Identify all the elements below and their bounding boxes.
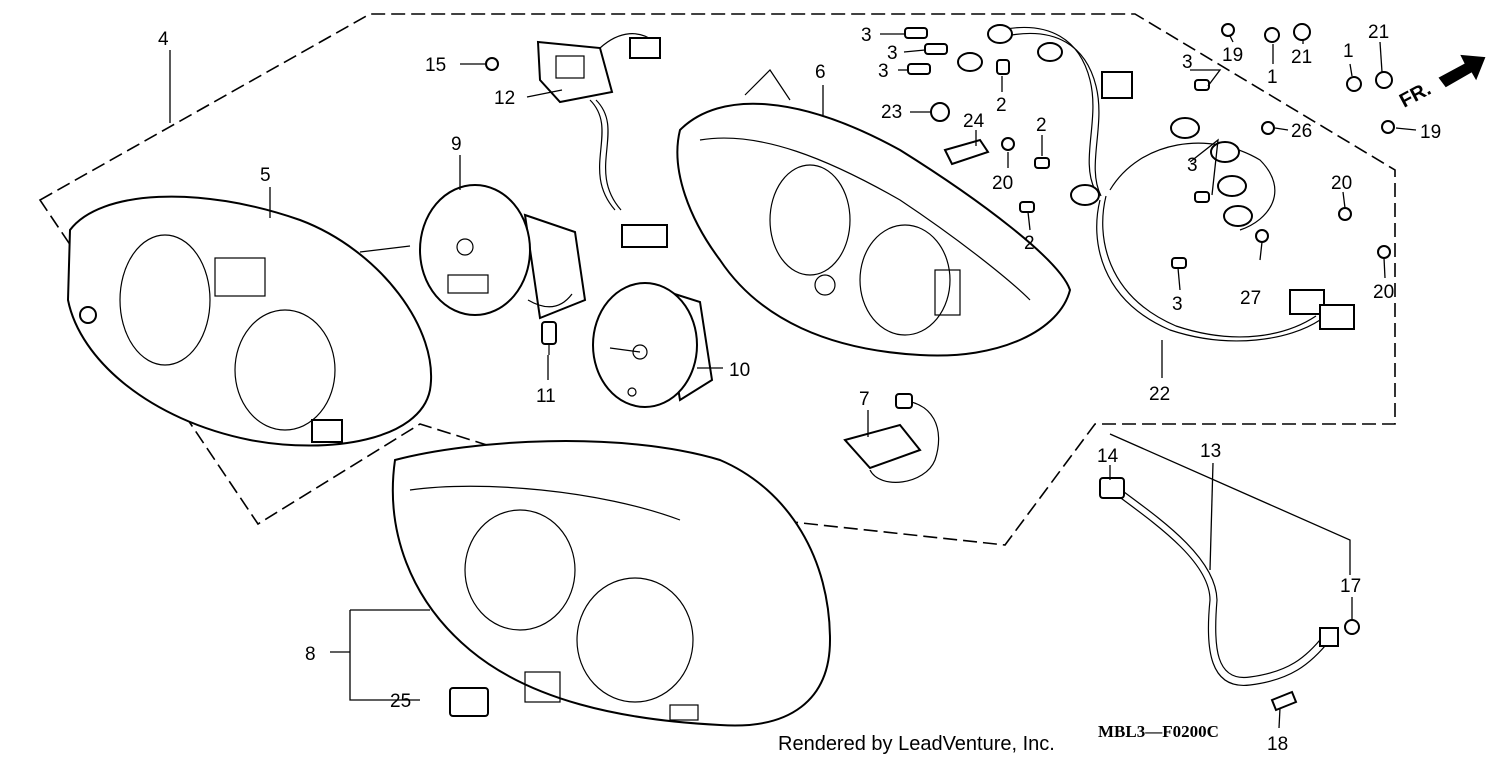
cable-part-13[interactable]	[1099, 477, 1339, 686]
callout-3b: 3	[887, 43, 898, 64]
screw-part-26[interactable]	[1261, 121, 1275, 135]
washer-part-17[interactable]	[1344, 619, 1360, 635]
callout-20a: 20	[992, 173, 1013, 194]
callout-5: 5	[260, 165, 271, 186]
callout-3c: 3	[878, 61, 889, 82]
callout-9: 9	[451, 134, 462, 155]
screw-part-27[interactable]	[1255, 229, 1269, 243]
screw-part-20b[interactable]	[1338, 207, 1352, 221]
front-arrow-icon	[1438, 54, 1486, 88]
callout-18: 18	[1267, 734, 1288, 755]
bulb-part-3f[interactable]	[1171, 257, 1187, 269]
callout-2c: 2	[1024, 233, 1035, 254]
bulb-part-2a[interactable]	[996, 59, 1010, 75]
leader-lines	[169, 33, 1417, 729]
clamp-part-24[interactable]	[943, 138, 990, 166]
front-direction-indicator: FR.	[1396, 54, 1486, 113]
callout-20c: 20	[1373, 282, 1394, 303]
callout-19a: 19	[1222, 45, 1243, 66]
callout-17: 17	[1340, 576, 1361, 597]
callout-13: 13	[1200, 441, 1221, 462]
callout-3d: 3	[1182, 52, 1193, 73]
callout-3f: 3	[1172, 294, 1183, 315]
callout-3e: 3	[1187, 155, 1198, 176]
indicator-unit-part-12[interactable]	[536, 33, 668, 248]
callout-6: 6	[815, 62, 826, 83]
assembly-boundary	[38, 13, 1396, 546]
callout-21b: 21	[1368, 22, 1389, 43]
screw-part-15[interactable]	[485, 57, 499, 71]
render-credit: Rendered by LeadVenture, Inc.	[778, 733, 1055, 755]
bulb-part-3b[interactable]	[924, 43, 948, 55]
callout-22: 22	[1149, 384, 1170, 405]
nut-part-1a[interactable]	[1264, 27, 1280, 43]
grommet-part-23[interactable]	[930, 102, 950, 122]
callout-11: 11	[536, 386, 556, 407]
callout-3a: 3	[861, 25, 872, 46]
bulb-part-3d[interactable]	[1194, 79, 1210, 91]
speedometer-part-9[interactable]	[359, 184, 587, 320]
callout-2b: 2	[1036, 115, 1047, 136]
callout-15: 15	[425, 55, 446, 76]
callout-20b: 20	[1331, 173, 1352, 194]
bulb-part-2c[interactable]	[1019, 201, 1035, 213]
callout-2a: 2	[996, 95, 1007, 116]
bulb-part-3e[interactable]	[1194, 191, 1210, 203]
front-direction-label: FR.	[1396, 78, 1435, 113]
callout-27: 27	[1240, 288, 1261, 309]
socket-part-11[interactable]	[541, 321, 557, 355]
callout-4: 4	[158, 29, 169, 50]
nut-part-1b[interactable]	[1346, 76, 1362, 92]
meter-housing-part-6[interactable]	[676, 69, 1072, 357]
nut-part-21a[interactable]	[1293, 23, 1311, 41]
callout-21a: 21	[1291, 47, 1312, 68]
screw-part-20a[interactable]	[1001, 137, 1015, 151]
callout-14: 14	[1097, 446, 1119, 467]
tachometer-part-10[interactable]	[592, 282, 714, 408]
bracket-part-7[interactable]	[843, 393, 940, 483]
callout-1a: 1	[1267, 67, 1278, 88]
bulb-part-3a[interactable]	[904, 27, 928, 39]
callout-24: 24	[963, 111, 985, 132]
bulb-part-2b[interactable]	[1034, 157, 1050, 169]
wire-harness-part-22[interactable]	[957, 24, 1355, 342]
callout-labels: 4 5 9 15 12 11 10 6 7 8 25 22 23 24 3 3 …	[158, 22, 1441, 755]
callout-10: 10	[729, 360, 750, 381]
diagram-code: MBL3—F0200C	[1098, 722, 1219, 741]
screw-part-19a[interactable]	[1221, 23, 1235, 37]
bulb-part-3c[interactable]	[907, 63, 931, 75]
callout-8: 8	[305, 644, 316, 665]
emblem-part-25[interactable]	[449, 687, 489, 717]
callout-23: 23	[881, 102, 902, 123]
callout-19b: 19	[1420, 122, 1441, 143]
meter-cover-part-8[interactable]	[391, 440, 832, 727]
screw-part-19b[interactable]	[1381, 120, 1395, 134]
screw-part-18[interactable]	[1270, 690, 1298, 712]
callout-12: 12	[494, 88, 515, 109]
callout-25: 25	[390, 691, 411, 712]
callout-7: 7	[859, 389, 870, 410]
screw-part-20c[interactable]	[1377, 245, 1391, 259]
nut-part-21b[interactable]	[1375, 71, 1393, 89]
callout-1b: 1	[1343, 41, 1354, 62]
callout-26: 26	[1291, 121, 1312, 142]
meter-case-part-5[interactable]	[66, 195, 433, 447]
